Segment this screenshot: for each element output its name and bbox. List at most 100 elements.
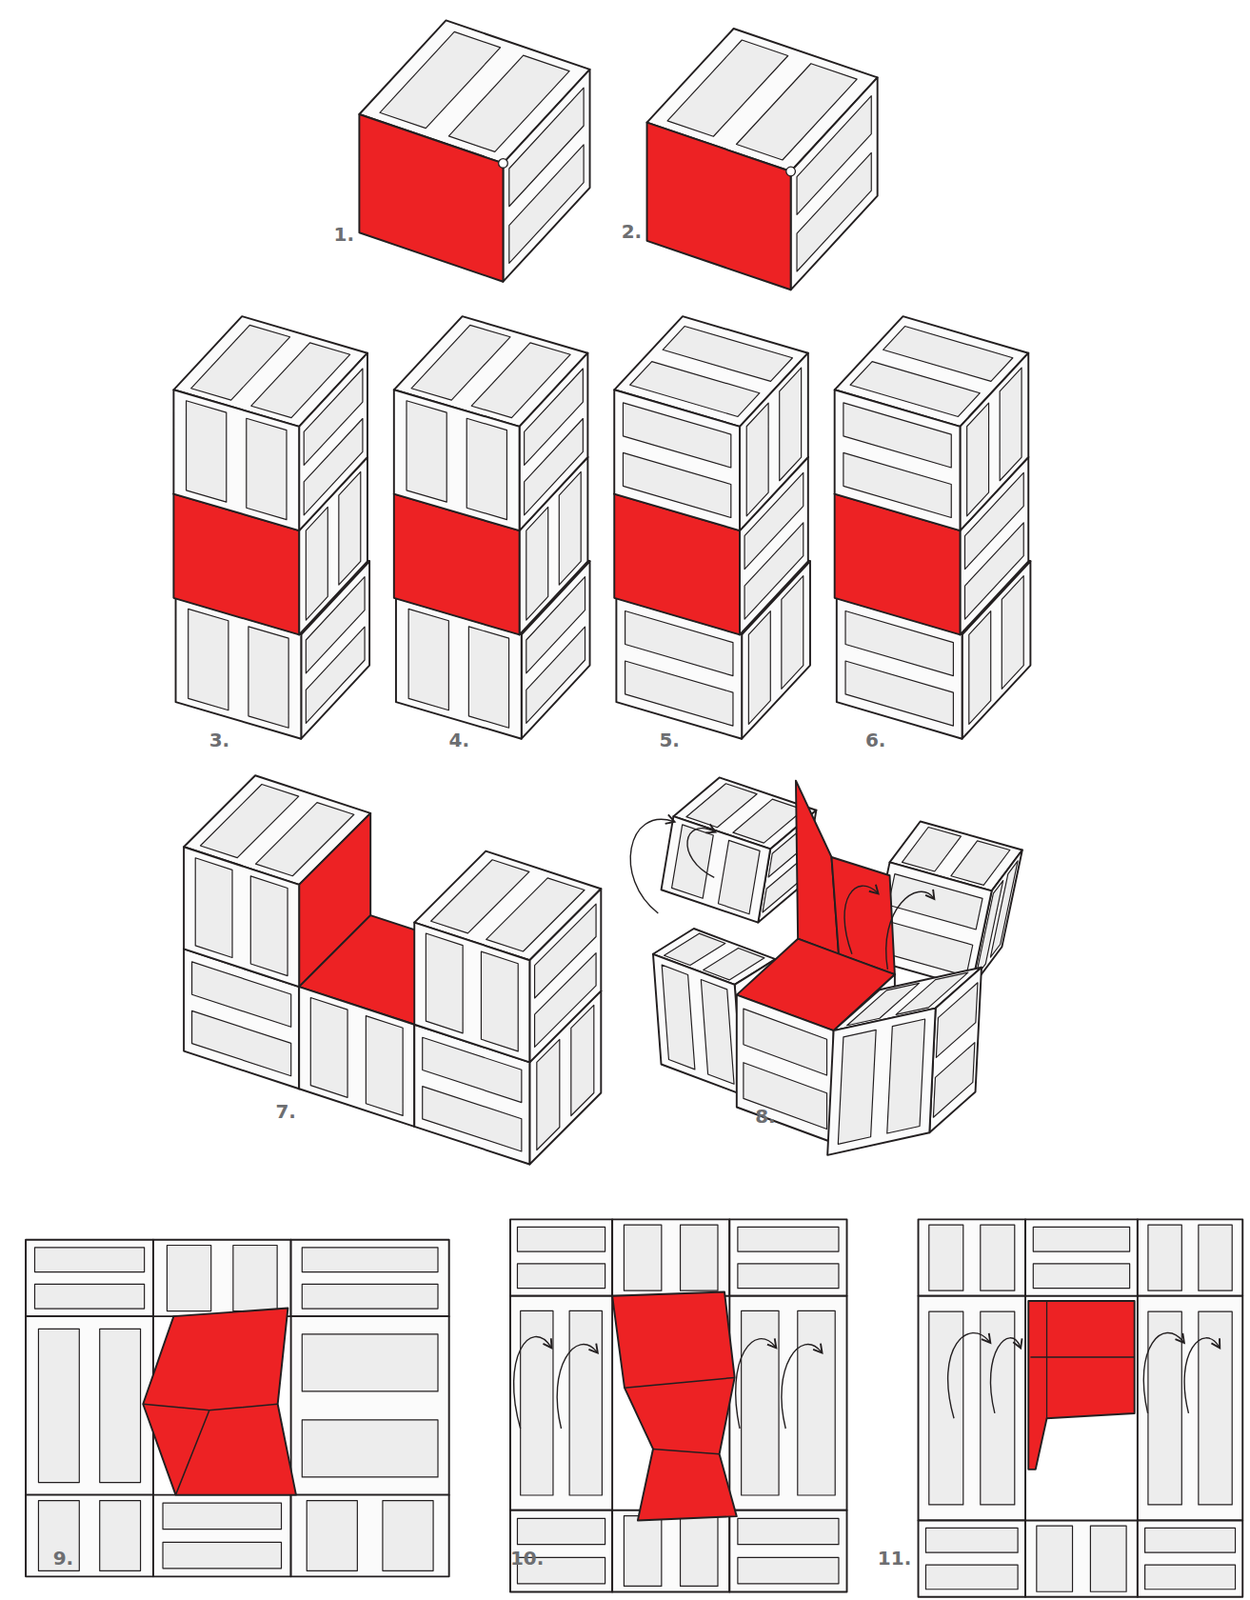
fold-line — [624, 1376, 735, 1453]
cube-face — [173, 389, 299, 531]
fold-line — [142, 1403, 278, 1494]
cube — [614, 316, 809, 531]
strip-panel — [305, 626, 365, 723]
rotation-arrow — [1184, 1337, 1220, 1413]
rotation-arrow — [735, 1338, 776, 1429]
step-number: 7. — [275, 1101, 297, 1121]
strip-panel — [1032, 1263, 1130, 1289]
strip-panel — [38, 1500, 80, 1571]
strip-panel — [1036, 1525, 1073, 1591]
cube-face — [614, 389, 740, 531]
cube-face — [291, 1239, 450, 1316]
strip-panel — [162, 1502, 282, 1528]
cube-face — [959, 353, 1029, 531]
strip-panel — [781, 575, 804, 690]
strip-panel — [535, 952, 596, 1048]
strip-panel — [999, 367, 1022, 481]
strip-panel — [664, 932, 726, 965]
cube-face — [729, 1218, 847, 1295]
cube-face — [414, 922, 530, 1063]
rotation-arrow — [556, 1344, 597, 1429]
red-face — [612, 1290, 737, 1520]
strip-panel — [737, 1517, 839, 1544]
strip-panel — [744, 522, 804, 619]
cube-face — [25, 1315, 154, 1495]
fold-line — [1030, 1300, 1134, 1418]
step-number: 2. — [621, 221, 643, 241]
strip-panel — [929, 1224, 964, 1290]
strip-panel — [195, 857, 233, 958]
red-face — [647, 122, 792, 291]
strip-panel — [301, 1333, 438, 1391]
rotation-arrow — [990, 1337, 1020, 1413]
rotation-arrow — [844, 885, 878, 954]
strip-panel — [700, 979, 735, 1085]
cube-face — [25, 1494, 154, 1577]
hinge-dot — [786, 166, 796, 177]
hinge-dot — [498, 158, 509, 169]
strip-panel — [466, 417, 507, 519]
cube-face — [510, 1509, 613, 1592]
strip-panel — [661, 964, 695, 1070]
strip-panel — [250, 875, 288, 976]
strip-panel — [883, 326, 1013, 382]
strip-panel — [468, 626, 509, 728]
strip-panel — [516, 1517, 605, 1544]
strip-panel — [887, 1018, 926, 1133]
step-number: 5. — [658, 730, 680, 750]
strip-panel — [932, 1042, 975, 1118]
strip-panel — [980, 1310, 1015, 1505]
cube-face — [736, 994, 834, 1143]
strip-panel — [623, 1224, 661, 1290]
cube — [394, 316, 589, 531]
strip-panel — [233, 1244, 278, 1310]
strip-panel — [1148, 1310, 1182, 1505]
cube-face — [929, 967, 982, 1133]
step-number: 1. — [334, 224, 356, 244]
strip-panel — [38, 1328, 80, 1482]
strip-panel — [748, 611, 771, 725]
cube-face — [1025, 1218, 1138, 1295]
cube — [661, 776, 817, 922]
cube — [414, 851, 601, 1063]
strip-panel — [779, 367, 802, 481]
strip-panel — [737, 1226, 839, 1251]
strip-panel — [967, 402, 990, 516]
strip-panel — [837, 1029, 876, 1144]
cube-face — [510, 1218, 613, 1295]
strip-panel — [166, 1244, 211, 1310]
strip-panel — [1145, 1527, 1236, 1552]
cube-face — [653, 953, 743, 1095]
cube-face — [1137, 1218, 1243, 1295]
cube-grid — [510, 1218, 848, 1591]
rotation-arrow — [886, 891, 934, 970]
strip-panel — [425, 932, 463, 1033]
red-fold — [142, 1308, 297, 1495]
strip-panel — [737, 1263, 839, 1289]
step-number: 6. — [865, 730, 887, 750]
strip-panel — [516, 1263, 605, 1289]
strip-panel — [737, 1556, 839, 1583]
strip-panel — [406, 400, 447, 502]
cube-grid — [25, 1239, 450, 1577]
cube-face — [1137, 1295, 1243, 1521]
cube-face — [291, 1494, 450, 1577]
strip-panel — [524, 418, 584, 516]
step-number: 9. — [53, 1547, 75, 1568]
strip-panel — [1145, 1564, 1236, 1589]
cube-face — [510, 1295, 613, 1510]
strip-panel — [301, 1283, 438, 1309]
cube-face — [729, 1509, 847, 1592]
strip-panel — [845, 660, 953, 726]
strip-panel — [622, 452, 731, 517]
cube-face — [153, 1494, 292, 1577]
red-face — [358, 114, 503, 282]
strip-panel — [1032, 1226, 1130, 1251]
strip-panel — [1198, 1310, 1232, 1505]
cube-face — [25, 1239, 154, 1316]
cube — [834, 316, 1030, 531]
strip-panel — [306, 1500, 358, 1571]
strip-panel — [796, 152, 872, 272]
strip-panel — [1001, 575, 1024, 690]
